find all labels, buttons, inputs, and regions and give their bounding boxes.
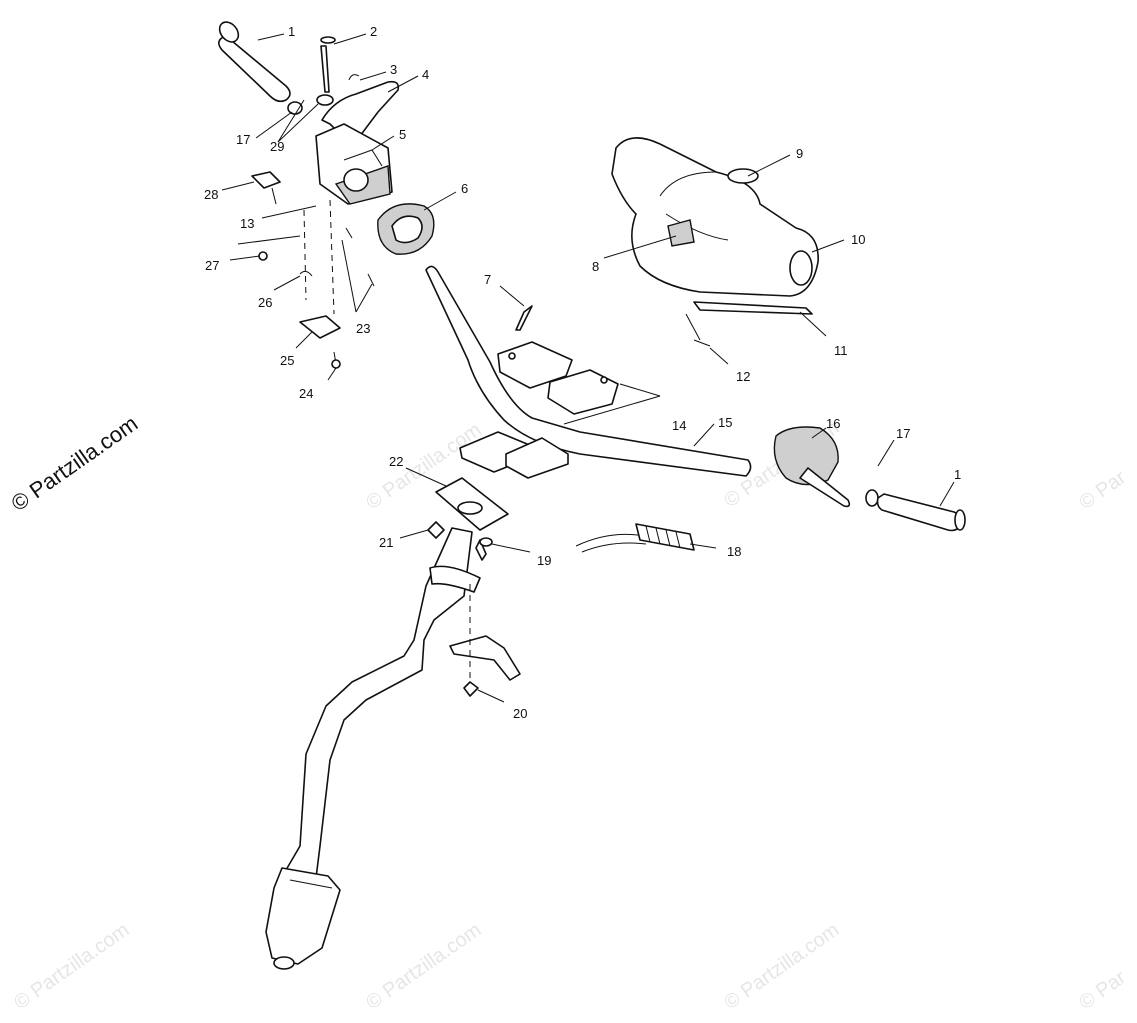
callout-25: 25 [280, 353, 294, 368]
part-clip [348, 74, 360, 81]
watermark-text: © Partzilla.com [720, 919, 843, 1014]
part-handlebar-clamps [459, 341, 619, 479]
callout-28: 28 [204, 187, 218, 202]
part-spring-cable [575, 523, 695, 553]
part-pin [320, 36, 336, 93]
callout-10: 10 [851, 232, 865, 247]
part-bolt-head [479, 537, 493, 547]
part-grip-right [876, 493, 966, 532]
part-pad-strap [693, 301, 813, 315]
part-screw [345, 227, 353, 239]
part-throttle-housing [315, 123, 393, 205]
callout-7: 7 [484, 272, 491, 287]
callout-19: 19 [537, 553, 551, 568]
side-watermark: © Partzilla.com [7, 411, 143, 517]
part-flange-hole [457, 501, 483, 515]
callout-8: 8 [592, 259, 599, 274]
callout-24: 24 [299, 386, 313, 401]
part-steering-post [265, 527, 481, 970]
callout-11: 11 [834, 343, 848, 358]
callout-2: 2 [370, 24, 377, 39]
part-bolt [515, 305, 533, 331]
callout-26: 26 [258, 295, 272, 310]
part-grip-left [218, 21, 291, 103]
assembly-line [303, 209, 307, 301]
part-bolt [475, 539, 487, 561]
callout-3: 3 [390, 62, 397, 77]
callout-17-right: 17 [896, 426, 910, 441]
part-nut [258, 251, 268, 261]
part-steering-stop [449, 635, 521, 681]
part-nut [427, 521, 445, 539]
assembly-line [329, 199, 335, 315]
part-clip-small [299, 270, 313, 277]
callout-27: 27 [205, 258, 219, 273]
callout-23: 23 [356, 321, 370, 336]
part-handlebar-pad [611, 137, 819, 297]
part-bushing [287, 101, 303, 115]
part-screw [367, 273, 375, 287]
part-handlebar [425, 265, 752, 477]
callout-9: 9 [796, 146, 803, 161]
callout-21: 21 [379, 535, 393, 550]
callout-18: 18 [727, 544, 741, 559]
watermark-text: © Partzilla.com [10, 919, 133, 1014]
callout-20: 20 [513, 706, 527, 721]
callout-14: 14 [672, 418, 686, 433]
callout-1-right: 1 [954, 467, 961, 482]
part-switch-housing-right [773, 426, 851, 508]
watermark-text: © Par [1075, 466, 1130, 514]
callout-1: 1 [288, 24, 295, 39]
callout-4: 4 [422, 67, 429, 82]
watermark-text: © Par [1075, 966, 1130, 1014]
callout-12: 12 [736, 369, 750, 384]
callout-15: 15 [718, 415, 732, 430]
part-nut [331, 359, 341, 369]
part-screw [693, 339, 711, 347]
part-washer [316, 94, 334, 106]
callout-5: 5 [399, 127, 406, 142]
callout-13: 13 [240, 216, 254, 231]
callout-16: 16 [826, 416, 840, 431]
part-mount-plate [299, 315, 341, 339]
callout-6: 6 [461, 181, 468, 196]
callout-29: 29 [270, 139, 284, 154]
leader-lines [221, 33, 955, 703]
callout-17-left: 17 [236, 132, 250, 147]
part-nut [463, 681, 479, 697]
part-switch [251, 171, 281, 205]
watermark-layer: © Partzilla.com © Partzilla.com © Par © … [10, 417, 1130, 1014]
callout-22: 22 [389, 454, 403, 469]
part-bushing [865, 489, 879, 507]
part-throttle-cover [377, 203, 435, 255]
callout-labels: 1 2 3 4 5 6 7 8 9 10 11 12 13 14 15 16 1… [204, 24, 961, 721]
watermark-text: © Partzilla.com [362, 919, 485, 1014]
